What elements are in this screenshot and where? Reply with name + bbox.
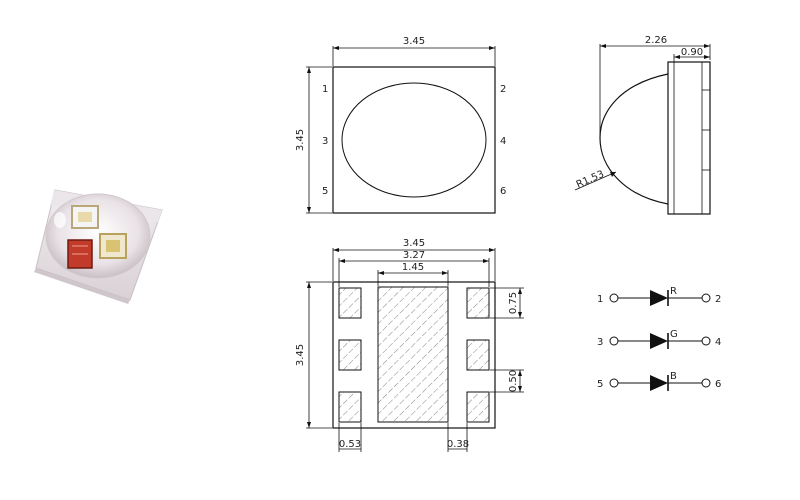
bottom-view-body bbox=[332, 281, 496, 429]
pin-label-5: 5 bbox=[322, 186, 328, 197]
pin-label-6: 6 bbox=[500, 186, 506, 197]
diode-color-g: G bbox=[670, 329, 678, 340]
pad-1 bbox=[338, 287, 362, 319]
pin-label-4: 4 bbox=[500, 136, 506, 147]
schematic-pin-5: 5 bbox=[597, 379, 603, 390]
bottom-outer-width-label: 3.45 bbox=[403, 238, 425, 249]
top-view: 3.45 3.45 1 3 5 2 4 6 bbox=[295, 36, 506, 214]
diode-red: 1 2 R bbox=[597, 286, 721, 306]
pin-label-2: 2 bbox=[500, 84, 506, 95]
pad-2 bbox=[466, 287, 490, 319]
bottom-pad-width-label: 0.53 bbox=[339, 439, 361, 450]
schematic-pin-6: 6 bbox=[715, 379, 721, 390]
top-height-label: 3.45 bbox=[295, 129, 306, 151]
side-radius-label: R1.53 bbox=[575, 169, 606, 191]
pin-label-1: 1 bbox=[322, 84, 328, 95]
top-view-body bbox=[332, 66, 496, 214]
side-total-label: 2.26 bbox=[645, 35, 667, 46]
pad-5 bbox=[338, 391, 362, 423]
pad-3 bbox=[338, 339, 362, 371]
led-product-image bbox=[34, 189, 163, 304]
pad-6 bbox=[466, 391, 490, 423]
top-view-lens bbox=[341, 82, 487, 198]
side-view-base bbox=[667, 61, 711, 215]
bottom-pad-height-label: 0.75 bbox=[508, 292, 519, 314]
thermal-pad bbox=[377, 286, 449, 423]
schematic-pin-4: 4 bbox=[715, 337, 721, 348]
diode-color-b: B bbox=[670, 371, 677, 382]
bottom-center-pad-label: 1.45 bbox=[402, 262, 424, 273]
side-view: 2.26 0.90 R1.53 bbox=[575, 35, 711, 215]
bottom-pad-edge-label: 0.38 bbox=[447, 439, 469, 450]
diode-blue: 5 6 B bbox=[597, 371, 721, 391]
bottom-pad-gap-label: 0.50 bbox=[508, 370, 519, 392]
side-base-label: 0.90 bbox=[681, 47, 703, 58]
schematic: 1 2 R 3 4 G 5 bbox=[597, 286, 721, 391]
bottom-height-label: 3.45 bbox=[295, 344, 306, 366]
pin-label-3: 3 bbox=[322, 136, 328, 147]
pad-4 bbox=[466, 339, 490, 371]
diode-green: 3 4 G bbox=[597, 329, 721, 349]
diode-color-r: R bbox=[670, 286, 677, 297]
bottom-pad-span-label: 3.27 bbox=[403, 250, 425, 261]
schematic-pin-3: 3 bbox=[597, 337, 603, 348]
top-width-label: 3.45 bbox=[403, 36, 425, 47]
schematic-pin-2: 2 bbox=[715, 294, 721, 305]
side-view-dome bbox=[599, 73, 669, 205]
schematic-pin-1: 1 bbox=[597, 294, 603, 305]
bottom-view: 3.45 3.27 1.45 3.45 0.75 0.50 bbox=[295, 238, 524, 452]
